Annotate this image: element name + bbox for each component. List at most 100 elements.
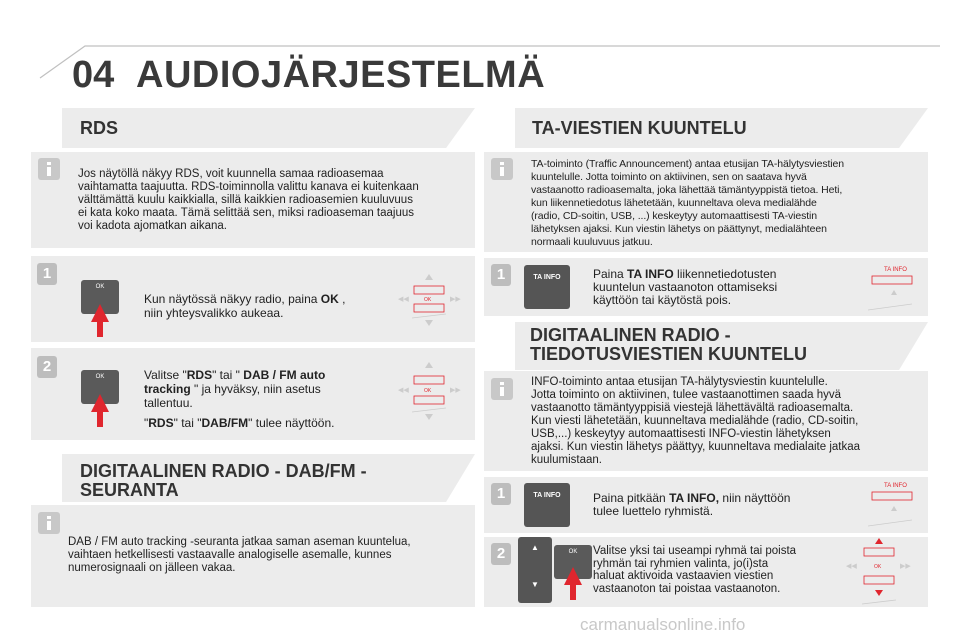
step-number-1: 1	[491, 264, 511, 286]
rds-heading-panel	[62, 108, 475, 148]
ta-heading: TA-VIESTIEN KUUNTELU	[532, 118, 747, 138]
control-diagram-icon: ◀◀ ▶▶ OK	[398, 362, 461, 420]
info-icon	[491, 378, 513, 400]
text-run: " tai "	[212, 368, 244, 382]
text-line: vaihtaen hetkellisesti vastaavalle analo…	[68, 549, 392, 561]
svg-text:▶▶: ▶▶	[450, 296, 461, 303]
text-line: voi kadota ajomatkan aikana.	[78, 220, 227, 232]
text-run: OK	[320, 292, 339, 306]
control-diagram-icon: ◀◀ ▶▶ OK	[846, 538, 911, 605]
up-arrow-icon: ▲	[531, 543, 539, 552]
text-line: Paina pitkään TA INFO, niin näyttöön	[593, 492, 823, 505]
svg-text:TA INFO: TA INFO	[884, 267, 907, 273]
rds-info-panel	[31, 152, 475, 248]
text-run: TA INFO,	[669, 491, 720, 505]
text-line: ajaksi. Kun viestin lähetys päättyy, kuu…	[531, 441, 861, 453]
svg-text:OK: OK	[424, 388, 432, 394]
text-line: tallentuu.	[144, 396, 193, 410]
rds-info-text: Jos näytöllä näkyy RDS, voit kuunnella s…	[78, 168, 419, 233]
text-run: Valitse "	[144, 368, 187, 382]
text-line: Valitse "RDS" tai " DAB / FM auto	[144, 368, 384, 382]
red-arrow-icon	[564, 567, 582, 585]
dr-info-panel	[484, 371, 928, 471]
text-run: tracking	[144, 382, 191, 396]
text-run: "	[144, 416, 149, 430]
text-line: haluat aktivoida vastaavien viestien	[593, 570, 774, 582]
step-number-2: 2	[491, 543, 511, 565]
text-line: tulee luettelo ryhmistä.	[593, 504, 714, 518]
ta-heading-panel	[515, 108, 928, 148]
watermark: carmanualsonline.info	[580, 615, 746, 634]
heading-line: SEURANTA	[80, 480, 179, 500]
ta-step1-text: Paina TA INFO liikennetiedotusten kuunte…	[593, 268, 813, 307]
text-line: "RDS" tai "DAB/FM" tulee näyttöön.	[144, 416, 384, 430]
up-down-buttons: ▲ ▼	[518, 537, 552, 603]
dr-heading: DIGITAALINEN RADIO - TIEDOTUSVIESTIEN KU…	[530, 326, 807, 364]
text-line: Jotta toiminto on aktiivinen, tulee vast…	[531, 389, 842, 401]
text-line: kuuntelun vastaanoton ottamiseksi	[593, 280, 778, 294]
text-run: DAB / FM auto	[243, 368, 326, 382]
text-line: kuuntelulle. Jotta toiminto on aktiivine…	[531, 171, 807, 183]
text-line: vastaanoton tai poistaa vastaanoton.	[593, 582, 781, 595]
text-line: vaihtamatta taajuutta. RDS-toiminnolla v…	[78, 181, 419, 193]
text-line: normaali kuuluvuus jatkuu.	[531, 236, 653, 248]
text-line: ryhmän tai ryhmien valinta, jo(i)sta	[593, 557, 769, 570]
dab-info-text: DAB / FM auto tracking -seuranta jatkaa …	[68, 536, 411, 575]
text-line: niin yhteysvalikko aukeaa.	[144, 306, 284, 320]
info-icon	[38, 158, 60, 180]
ta-screen-diagram-icon: TA INFO	[867, 267, 913, 311]
down-arrow-icon: ▼	[531, 580, 539, 589]
red-arrow-stem	[97, 321, 103, 337]
dr-step1-text: Paina pitkään TA INFO, niin näyttöön tul…	[593, 492, 823, 518]
text-line: Kun näytössä näkyy radio, paina OK ,	[144, 292, 374, 306]
text-line: DAB / FM auto tracking -seuranta jatkaa …	[68, 536, 411, 548]
dab-info-panel	[31, 505, 475, 607]
text-line: vastaanotto radioasemalta, joka lähettää…	[531, 184, 843, 196]
text-line: USB,...) keskeytyy automaattisesti INFO-…	[531, 428, 831, 440]
info-icon	[491, 158, 513, 180]
text-line: vastaanotto tämäntyyppisiä viestejä lähe…	[531, 402, 854, 414]
step-number-1: 1	[491, 483, 511, 505]
text-run: RDS	[148, 416, 174, 430]
heading-line: DIGITAALINEN RADIO -	[530, 325, 731, 345]
text-run: " tulee näyttöön.	[248, 416, 335, 430]
rds-step2-text: Valitse "RDS" tai " DAB / FM auto tracki…	[144, 368, 384, 430]
text-line: Paina TA INFO liikennetiedotusten	[593, 268, 813, 281]
chapter-number: 04	[72, 54, 115, 96]
ta-screen-diagram-icon: TA INFO	[867, 483, 913, 527]
text-line: lähetyksen ajaksi. Kun viestin lähetys o…	[531, 223, 827, 235]
svg-text:◀◀: ◀◀	[398, 387, 409, 394]
info-icon	[38, 512, 60, 534]
svg-text:OK: OK	[424, 297, 432, 303]
text-run: DAB/FM	[201, 416, 249, 430]
control-diagram-icon: ◀◀ ▶▶ OK	[398, 274, 461, 326]
text-line: Kun viesti lähetetään, kuunneltava media…	[531, 415, 859, 427]
step-number-2: 2	[37, 356, 57, 378]
svg-text:◀◀: ◀◀	[398, 296, 409, 303]
dab-heading-panel	[62, 454, 475, 502]
ok-button: OK	[81, 280, 119, 314]
text-line: numerosignaali on jälleen vakaa.	[68, 562, 236, 574]
chapter-title: AUDIOJÄRJESTELMÄ	[136, 54, 546, 96]
text-run: Paina	[593, 267, 628, 281]
dab-heading: DIGITAALINEN RADIO - DAB/FM - SEURANTA	[80, 462, 367, 500]
dr-step2-text: Valitse yksi tai useampi ryhmä tai poist…	[593, 545, 833, 595]
step-number-1: 1	[37, 263, 57, 285]
svg-text:◀◀: ◀◀	[846, 563, 857, 570]
red-arrow-stem	[570, 584, 576, 600]
svg-text:TA INFO: TA INFO	[884, 483, 907, 489]
dr-heading-panel	[515, 322, 928, 370]
text-line: kuulumistaan.	[531, 454, 602, 466]
text-line: tracking " ja hyväksy, niin asetus	[144, 382, 384, 396]
red-arrow-icon	[91, 394, 109, 412]
text-line: ei kata koko maata. Tämä selittää sen, m…	[78, 207, 415, 219]
heading-line: DIGITAALINEN RADIO - DAB/FM -	[80, 461, 367, 481]
text-line: Valitse yksi tai useampi ryhmä tai poist…	[593, 545, 797, 557]
heading-line: TIEDOTUSVIESTIEN KUUNTELU	[530, 344, 808, 364]
svg-text:OK: OK	[874, 564, 882, 570]
text-line: käyttöön tai käytöstä pois.	[593, 293, 732, 307]
rds-step1-text: Kun näytössä näkyy radio, paina OK , nii…	[144, 292, 374, 320]
text-run: " ja hyväksy, niin asetus	[190, 382, 321, 396]
rds-heading: RDS	[80, 118, 119, 138]
text-run: TA INFO	[627, 267, 674, 281]
